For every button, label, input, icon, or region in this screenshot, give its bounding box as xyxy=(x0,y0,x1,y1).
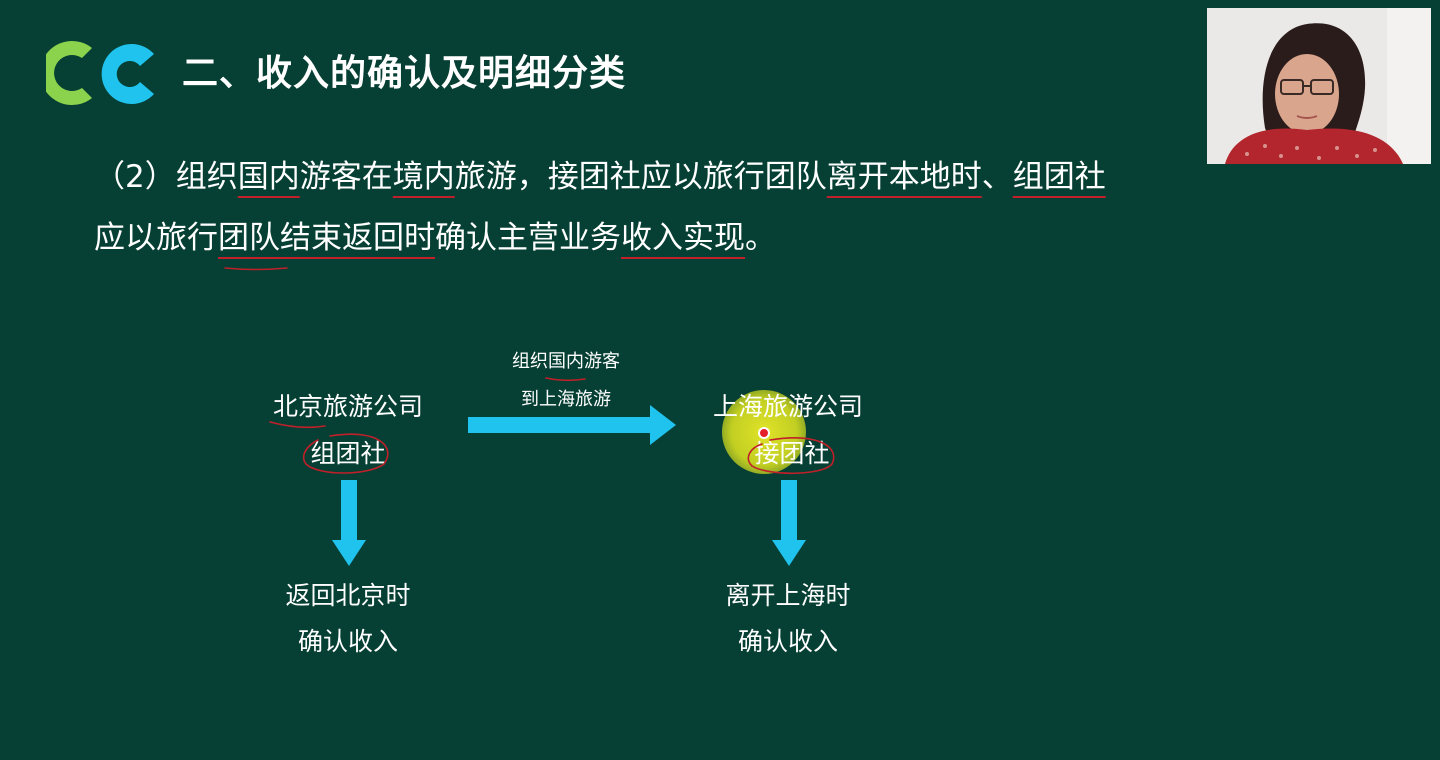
left-company-label: 北京旅游公司 xyxy=(272,392,423,421)
right-company-label: 上海旅游公司 xyxy=(712,392,863,421)
right-result-line-1: 离开上海时 xyxy=(725,581,851,610)
left-result-line-1: 返回北京时 xyxy=(285,581,411,610)
ink-underline xyxy=(545,377,586,382)
paragraph-line-1: （2）组织国内游客在境内旅游，接团社应以旅行团队离开本地时、组团社 xyxy=(94,157,1214,197)
text-segment: 游客在 xyxy=(299,159,393,195)
underlined-text: 境内 xyxy=(392,159,455,195)
underlined-text: 国内 xyxy=(237,159,300,195)
text-segment: 、 xyxy=(981,159,1013,195)
presenter-video-icon xyxy=(1207,8,1431,164)
underlined-text: 结束返回时 xyxy=(280,220,435,256)
arrow-label-line-2: 到上海旅游 xyxy=(521,389,611,410)
text-segment: 。 xyxy=(745,220,776,256)
ink-underline xyxy=(224,267,288,271)
right-role-label: 接团社 xyxy=(754,439,830,468)
left-role-label: 组团社 xyxy=(310,439,386,468)
text-segment: 旅游，接团社应以旅行团队 xyxy=(454,159,827,195)
slide-title: 二、收入的确认及明细分类 xyxy=(182,53,627,94)
laser-pointer-icon xyxy=(758,427,770,439)
text-segment: 确认主营业务 xyxy=(435,220,621,256)
down-arrow-icon-left xyxy=(332,480,366,566)
underlined-text: 收入实现 xyxy=(621,220,745,256)
cc-logo-icon xyxy=(46,41,154,105)
arrow-label-line-1: 组织国内游客 xyxy=(512,351,620,372)
underlined-text: 组团社 xyxy=(1012,159,1106,195)
underlined-text: 离开本地时 xyxy=(826,159,982,195)
text-segment: 应以旅行 xyxy=(94,220,218,256)
right-result-line-2: 确认收入 xyxy=(737,627,838,656)
left-result-line-2: 确认收入 xyxy=(297,627,398,656)
paragraph-line-2: 应以旅行团队结束返回时确认主营业务收入实现。 xyxy=(94,218,1214,258)
down-arrow-icon-right xyxy=(772,480,806,566)
webcam-video-overlay[interactable] xyxy=(1207,8,1431,164)
underlined-text: 团队 xyxy=(218,220,280,256)
text-segment: （2）组织 xyxy=(94,159,238,195)
